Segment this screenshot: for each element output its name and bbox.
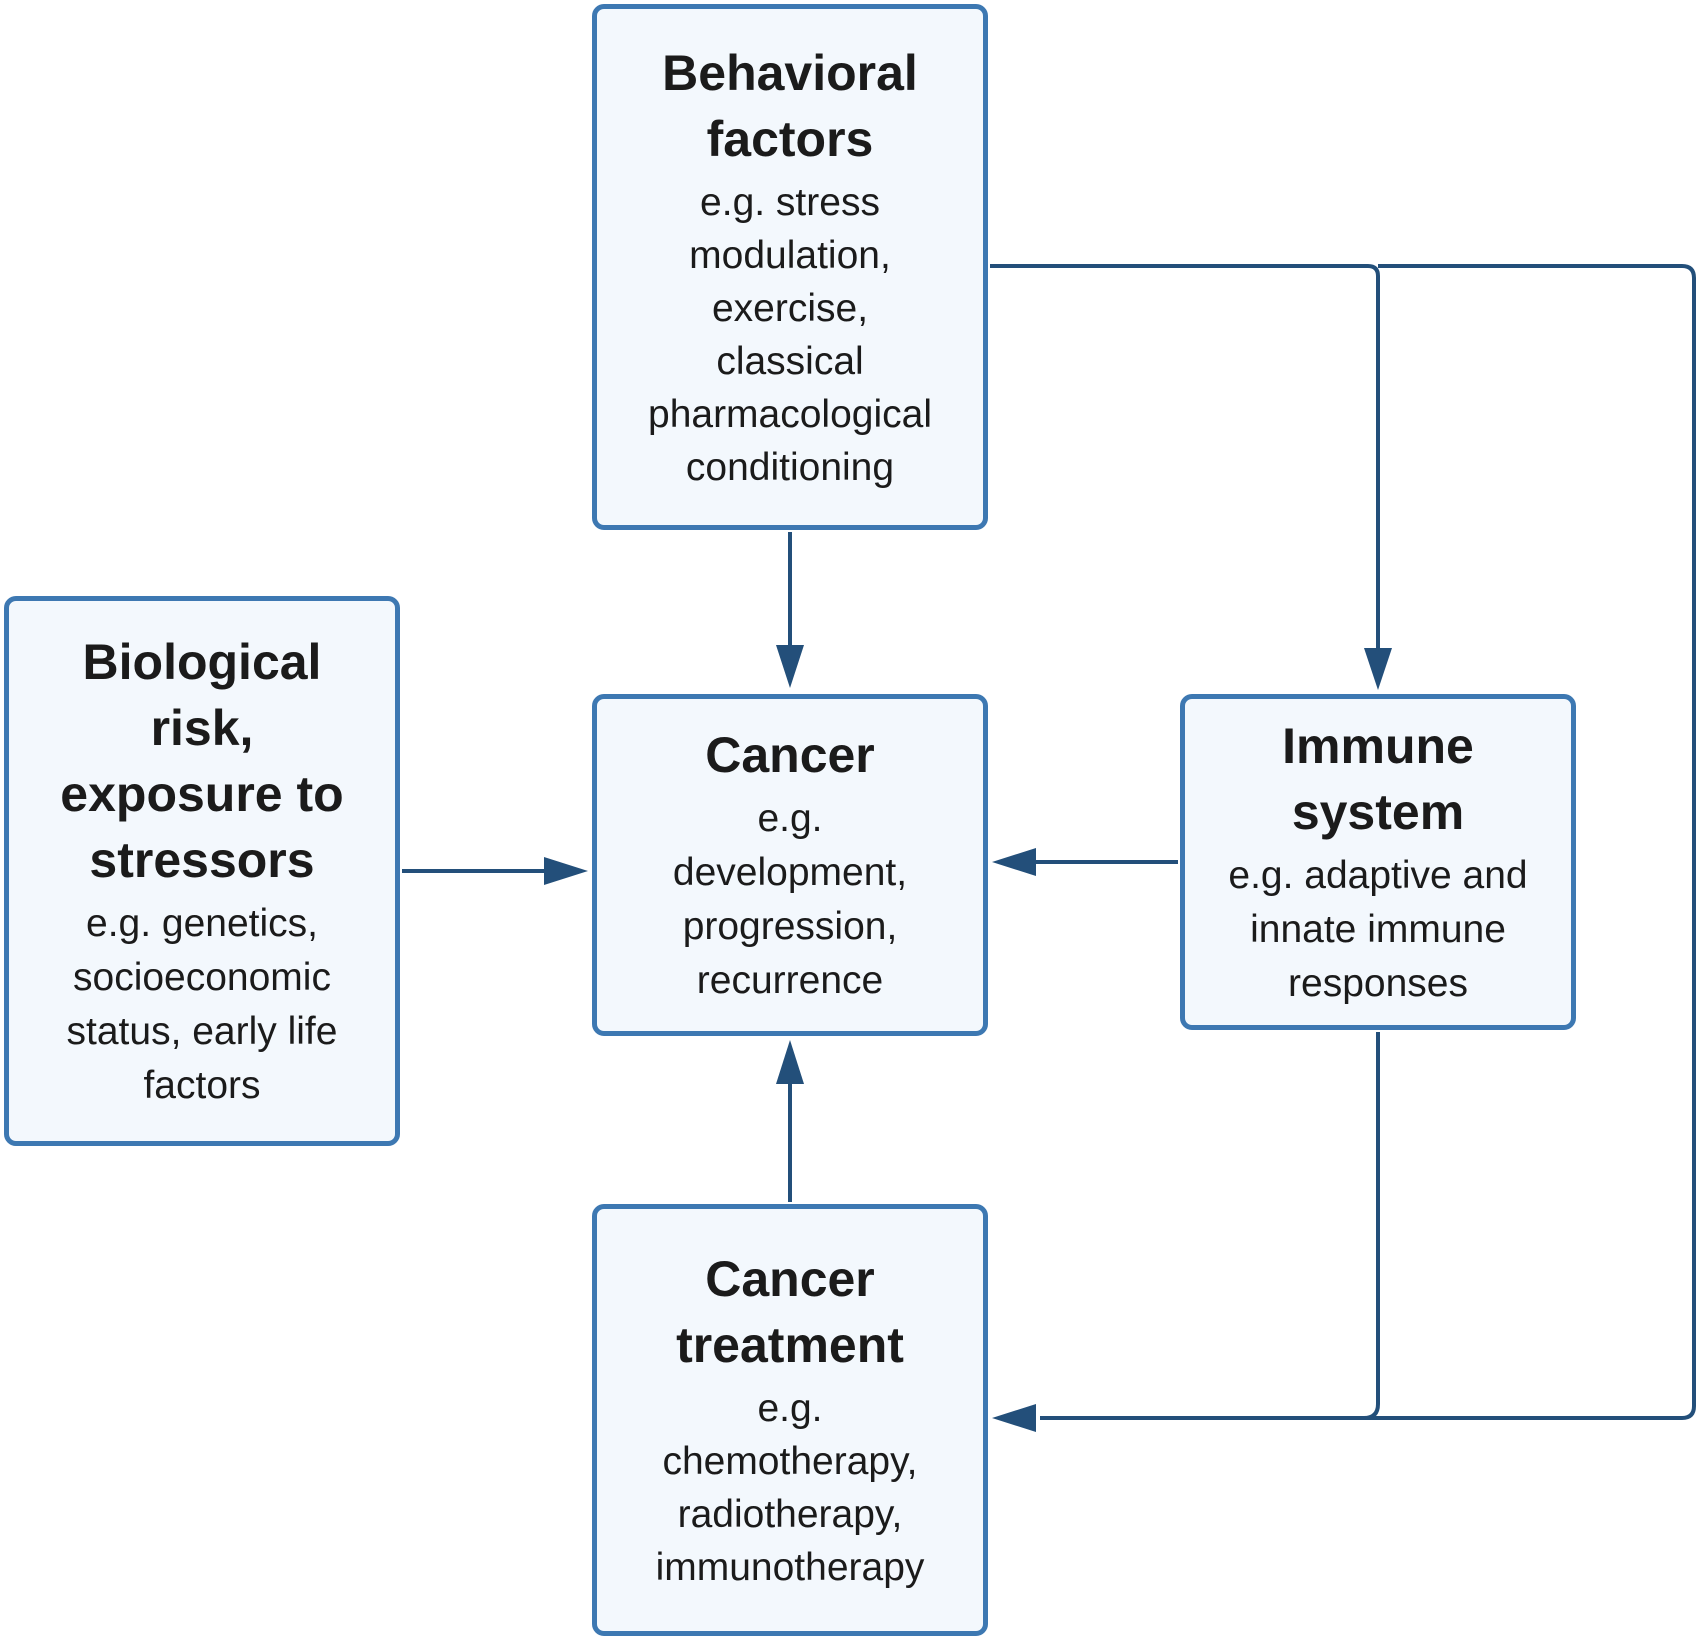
node-description: e.g. development, progression, recurrenc… bbox=[673, 792, 907, 1008]
title-line: Biological bbox=[82, 634, 322, 690]
desc-line: factors bbox=[143, 1064, 261, 1107]
node-title: Immune system bbox=[1282, 713, 1474, 845]
node-description: e.g. chemotherapy, radiotherapy, immunot… bbox=[656, 1382, 925, 1594]
arrowhead-to-treatment bbox=[992, 1404, 1036, 1432]
arrowhead-treatment-to-cancer bbox=[776, 1040, 804, 1084]
node-title: Cancer bbox=[705, 722, 875, 788]
node-cancer: Cancer e.g. development, progression, re… bbox=[592, 694, 988, 1036]
desc-line: socioeconomic bbox=[73, 956, 331, 999]
title-line: risk, bbox=[150, 700, 254, 756]
node-description: e.g. stress modulation, exercise, classi… bbox=[648, 176, 932, 494]
node-immune-system: Immune system e.g. adaptive and innate i… bbox=[1180, 694, 1576, 1030]
title-line: Immune bbox=[1282, 718, 1474, 774]
edge-behavioral-trunk bbox=[990, 264, 1380, 650]
desc-line: radiotherapy, bbox=[677, 1493, 903, 1536]
title-line: exposure to bbox=[60, 766, 344, 822]
arrowhead-immune-to-cancer bbox=[992, 848, 1036, 876]
desc-line: immunotherapy bbox=[655, 1546, 925, 1589]
desc-line: e.g. bbox=[757, 797, 823, 840]
title-line: stressors bbox=[89, 832, 315, 888]
desc-line: exercise, bbox=[711, 287, 869, 330]
desc-line: e.g. stress bbox=[700, 181, 880, 224]
desc-line: recurrence bbox=[696, 959, 884, 1002]
edge-behavioral-to-treatment bbox=[1040, 264, 1696, 1420]
node-behavioral-factors: Behavioral factors e.g. stress modulatio… bbox=[592, 4, 988, 530]
title-line: system bbox=[1291, 784, 1465, 840]
node-title: Behavioral factors bbox=[662, 40, 918, 172]
node-biological-risk: Biological risk, exposure to stressors e… bbox=[4, 596, 400, 1146]
arrowhead-behavioral-to-cancer bbox=[776, 645, 804, 688]
node-title: Cancer treatment bbox=[676, 1246, 904, 1378]
desc-line: progression, bbox=[682, 905, 898, 948]
desc-line: conditioning bbox=[685, 446, 895, 489]
title-line: Cancer bbox=[705, 1251, 875, 1307]
node-title: Biological risk, exposure to stressors bbox=[60, 629, 343, 893]
title-line: Cancer bbox=[705, 727, 875, 783]
title-line: factors bbox=[706, 111, 874, 167]
desc-line: status, early life bbox=[66, 1010, 338, 1053]
desc-line: e.g. genetics, bbox=[86, 902, 318, 945]
desc-line: chemotherapy, bbox=[662, 1440, 918, 1483]
desc-line: pharmacological bbox=[648, 393, 932, 436]
desc-line: modulation, bbox=[689, 234, 891, 277]
title-line: treatment bbox=[676, 1317, 904, 1373]
title-line: Behavioral bbox=[662, 45, 918, 101]
desc-line: development, bbox=[672, 851, 908, 894]
edge-immune-to-treatment bbox=[1363, 1032, 1380, 1420]
node-cancer-treatment: Cancer treatment e.g. chemotherapy, radi… bbox=[592, 1204, 988, 1636]
arrowhead-biological-to-cancer bbox=[544, 857, 588, 885]
node-description: e.g. adaptive and innate immune response… bbox=[1228, 849, 1527, 1011]
desc-line: classical bbox=[716, 340, 864, 383]
desc-line: e.g. adaptive and bbox=[1228, 854, 1528, 897]
arrowhead-behavioral-to-immune bbox=[1364, 648, 1392, 690]
node-description: e.g. genetics, socioeconomic status, ear… bbox=[67, 897, 338, 1113]
desc-line: innate immune bbox=[1250, 908, 1506, 951]
desc-line: e.g. bbox=[757, 1387, 823, 1430]
desc-line: responses bbox=[1288, 962, 1468, 1005]
